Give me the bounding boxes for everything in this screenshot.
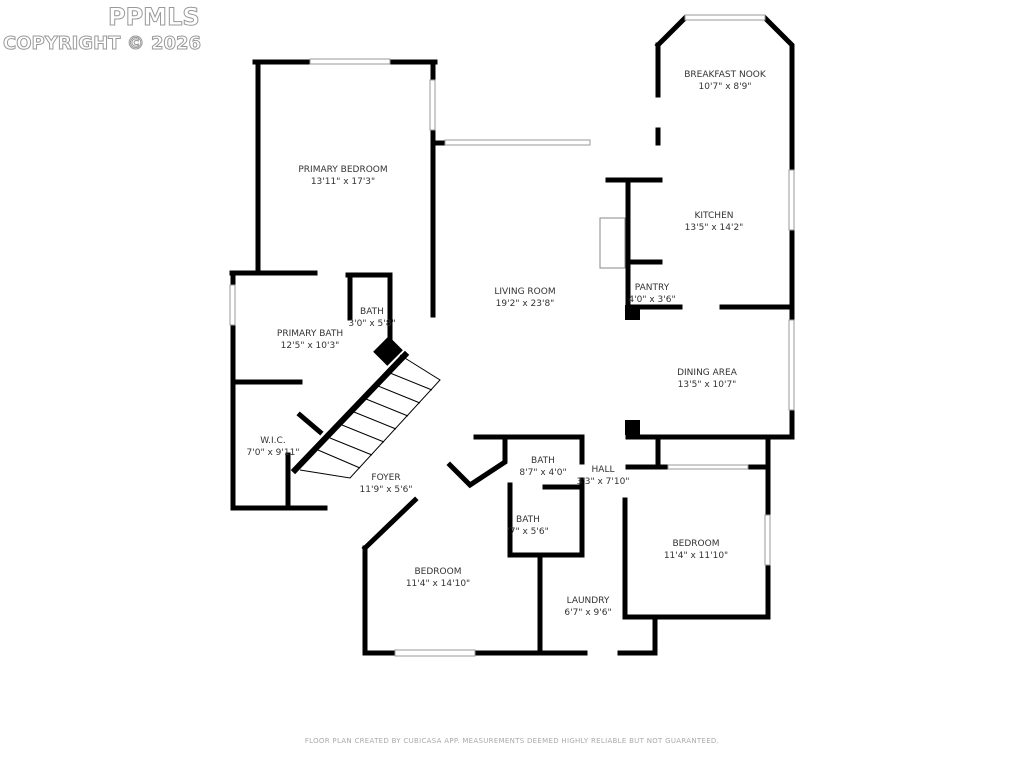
watermark-brand: PPMLS bbox=[108, 3, 201, 32]
room-wic: W.I.C.7'0" x 9'11" bbox=[246, 436, 300, 458]
footer-disclaimer: FLOOR PLAN CREATED BY CUBICASA APP. MEAS… bbox=[304, 737, 720, 745]
fireplace bbox=[373, 217, 640, 435]
stairs bbox=[299, 354, 441, 479]
watermark-copyright: COPYRIGHT © 2026 bbox=[2, 33, 202, 55]
windows bbox=[229, 14, 795, 657]
walls bbox=[229, 14, 795, 656]
room-bath-small: BATH'7" x 5'6" bbox=[507, 515, 549, 537]
